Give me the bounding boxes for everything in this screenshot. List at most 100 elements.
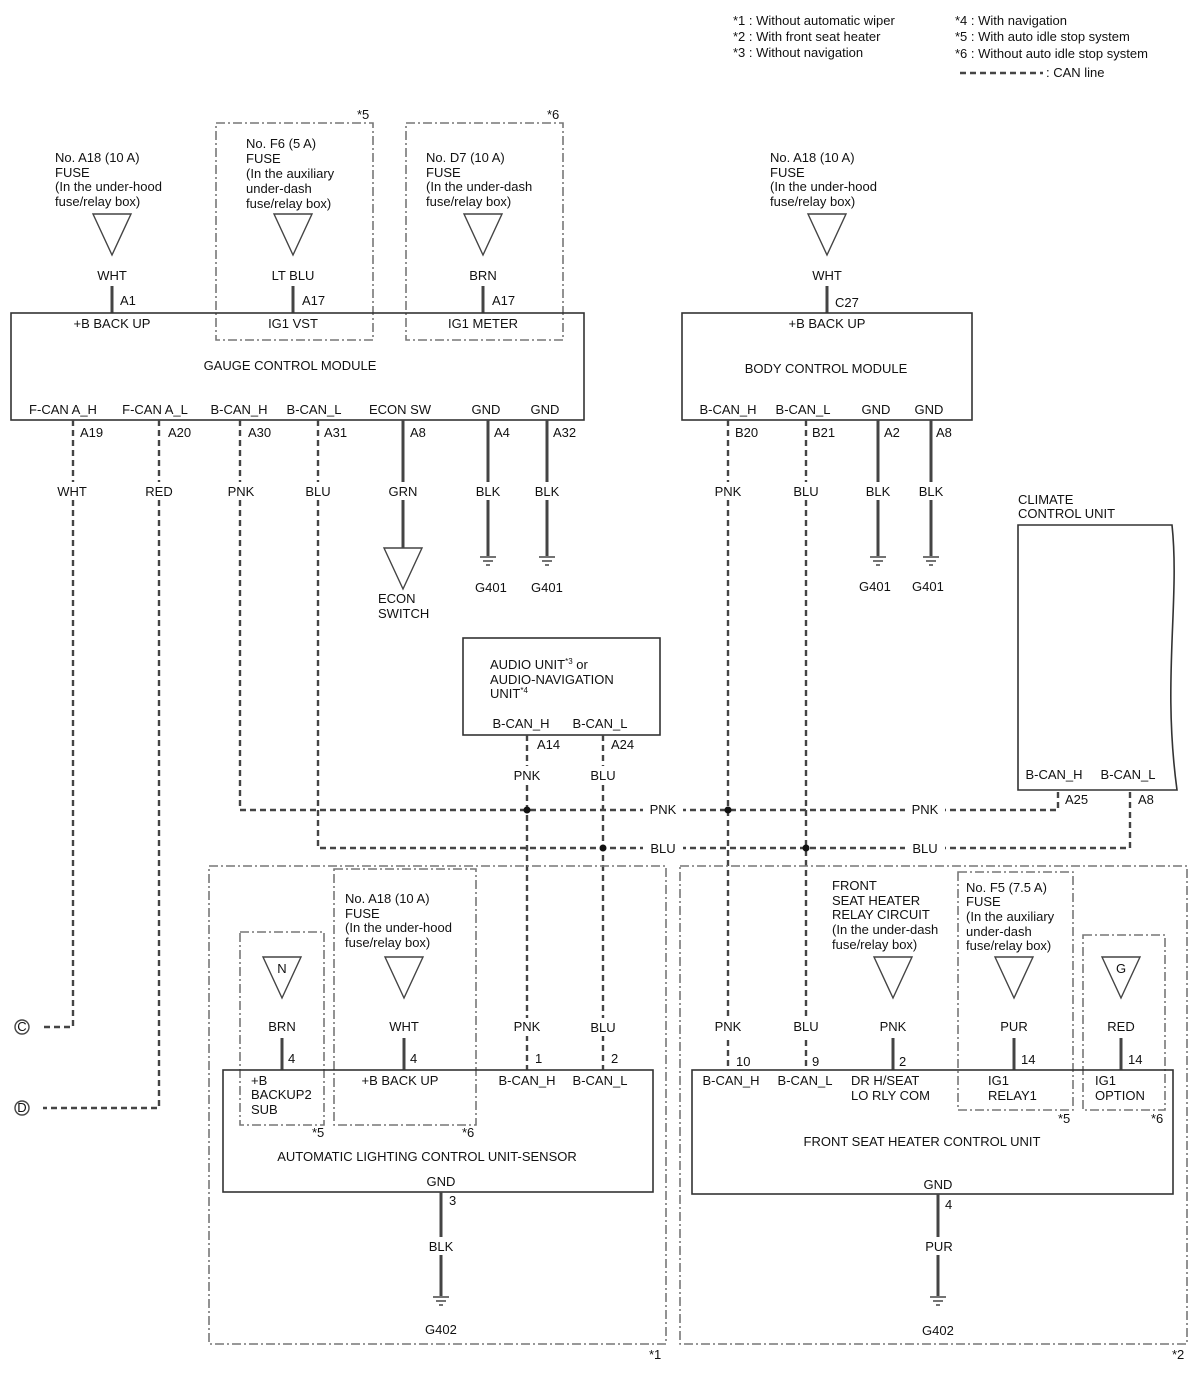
wire-label-bg bbox=[139, 482, 179, 500]
fuse-icon bbox=[462, 213, 504, 257]
wire-color-label: RED bbox=[145, 484, 172, 499]
terminal-label: OPTION bbox=[1095, 1088, 1145, 1103]
wire-label-bg bbox=[468, 482, 508, 500]
ground-icon bbox=[433, 1296, 449, 1306]
option-box-ig1-option bbox=[1082, 934, 1166, 1111]
fuse-label-line: No. D7 (10 A) bbox=[426, 150, 505, 165]
front-seat-heater-control-unit: B-CAN_H B-CAN_L DR H/SEAT LO RLY COM IG1… bbox=[691, 1069, 1174, 1195]
terminal-label: IG1 METER bbox=[448, 316, 518, 331]
legend-note-2: *2 : With front seat heater bbox=[733, 29, 881, 44]
climate-control-unit: CLIMATE CONTROL UNIT B-CAN_H B-CAN_L bbox=[1017, 492, 1178, 791]
pin-label: B21 bbox=[812, 425, 835, 440]
terminal-label: F-CAN A_L bbox=[122, 402, 188, 417]
fuse-label-line: FUSE bbox=[55, 165, 90, 180]
fuse-label-line: FUSE bbox=[246, 151, 281, 166]
f-can-l-wire bbox=[43, 420, 161, 1110]
terminal-label: GND bbox=[427, 1174, 456, 1189]
source-label: G bbox=[1116, 961, 1126, 976]
pin-label: A1 bbox=[120, 293, 136, 308]
terminal-label: B-CAN_H bbox=[210, 402, 267, 417]
pin-label: A8 bbox=[1138, 792, 1154, 807]
fuse-label-line: under-dash bbox=[966, 924, 1032, 939]
wire-label-bg bbox=[858, 482, 898, 500]
bus-label: BLU bbox=[650, 841, 675, 856]
option-mark-5: *5 bbox=[312, 1125, 324, 1140]
fuse-label-line: under-dash bbox=[246, 181, 312, 196]
terminal-label: +B BACK UP bbox=[789, 316, 866, 331]
fuse-label-line: No. F6 (5 A) bbox=[246, 136, 316, 151]
module-name: FRONT SEAT HEATER CONTROL UNIT bbox=[804, 1134, 1041, 1149]
bus-label: PNK bbox=[650, 802, 677, 817]
legend-note-5: *5 : With auto idle stop system bbox=[955, 29, 1130, 44]
terminal-label: B-CAN_L bbox=[573, 716, 628, 731]
wire-color-label: BRN bbox=[469, 268, 496, 283]
legend-note-4: *4 : With navigation bbox=[955, 13, 1067, 28]
wire-label-bg bbox=[221, 482, 261, 500]
fuse-label-line: FUSE bbox=[426, 165, 461, 180]
pin-label: A31 bbox=[324, 425, 347, 440]
fuse-f6: No. F6 (5 A) FUSE (In the auxiliary unde… bbox=[246, 136, 335, 257]
module-name: CLIMATE bbox=[1018, 492, 1074, 507]
pin-label: 4 bbox=[410, 1051, 417, 1066]
connector-label: D bbox=[17, 1100, 26, 1115]
option-box-without-auto-wiper bbox=[208, 865, 667, 1345]
wire-label-bg bbox=[786, 1018, 826, 1036]
wire-color-label: LT BLU bbox=[272, 268, 315, 283]
wire-color-label: BLK bbox=[866, 484, 891, 499]
fuse-label-line: (In the under-dash bbox=[426, 179, 532, 194]
pin-label: 3 bbox=[449, 1193, 456, 1208]
gauge-control-module: +B BACK UP IG1 VST IG1 METER GAUGE CONTR… bbox=[10, 312, 585, 421]
fuse-label-line: (In the under-hood bbox=[345, 920, 452, 935]
fuse-label-line: (In the under-hood bbox=[770, 179, 877, 194]
terminal-label: IG1 bbox=[988, 1073, 1009, 1088]
terminal-label: GND bbox=[915, 402, 944, 417]
module-name: AUDIO UNIT*3 or bbox=[490, 657, 589, 672]
wire-color-label: WHT bbox=[812, 268, 842, 283]
power-source-icon bbox=[261, 956, 303, 1000]
fuse-label-line: No. A18 (10 A) bbox=[770, 150, 855, 165]
module-box bbox=[691, 1069, 1174, 1195]
wire-color-label: BLK bbox=[535, 484, 560, 499]
legend-note-6: *6 : Without auto idle stop system bbox=[955, 46, 1148, 61]
fuse-icon bbox=[272, 213, 314, 257]
terminal-label: B-CAN_L bbox=[287, 402, 342, 417]
pin-label: A4 bbox=[494, 425, 510, 440]
pin-label: A17 bbox=[302, 293, 325, 308]
body-control-module: +B BACK UP BODY CONTROL MODULE B-CAN_H B… bbox=[681, 312, 973, 421]
pin-label: 4 bbox=[288, 1051, 295, 1066]
module-name: AUTOMATIC LIGHTING CONTROL UNIT-SENSOR bbox=[277, 1149, 577, 1164]
option-mark-6: *6 bbox=[462, 1125, 474, 1140]
pin-label: 9 bbox=[812, 1054, 819, 1069]
fuse-icon bbox=[806, 213, 848, 257]
ground-label: G401 bbox=[475, 580, 507, 595]
ground-label: G401 bbox=[912, 579, 944, 594]
switch-icon bbox=[382, 547, 424, 591]
fuse-label-line: FUSE bbox=[770, 165, 805, 180]
fuse-d7: No. D7 (10 A) FUSE (In the under-dash fu… bbox=[426, 150, 532, 257]
fuse-f5: No. F5 (7.5 A) FUSE (In the auxiliary un… bbox=[966, 880, 1055, 1000]
wire-color-label: BLU bbox=[590, 1020, 615, 1035]
bus-label: BLU bbox=[912, 841, 937, 856]
power-source-icon bbox=[1100, 956, 1142, 1000]
audio-unit: AUDIO UNIT*3 or AUDIO-NAVIGATION UNIT*4 … bbox=[462, 637, 661, 736]
wire-label-bg bbox=[911, 482, 951, 500]
pin-label: 1 bbox=[535, 1051, 542, 1066]
pin-label: C27 bbox=[835, 295, 859, 310]
terminal-label: DR H/SEAT bbox=[851, 1073, 919, 1088]
junction-dot bbox=[802, 844, 810, 852]
fuse-label-line: (In the auxiliary bbox=[246, 166, 335, 181]
f-can-h-wire bbox=[43, 420, 75, 1029]
wire-color-label: PNK bbox=[514, 768, 541, 783]
option-mark-6: *6 bbox=[547, 107, 559, 122]
fuse-label-line: fuse/relay box) bbox=[246, 196, 331, 211]
terminal-label: IG1 bbox=[1095, 1073, 1116, 1088]
wire-label-bg bbox=[708, 482, 748, 500]
wire-color-label: BLU bbox=[590, 768, 615, 783]
terminal-label: B-CAN_L bbox=[776, 402, 831, 417]
bus-label: PNK bbox=[912, 802, 939, 817]
fuse-label-line: (In the auxiliary bbox=[966, 909, 1055, 924]
fuse-label-line: fuse/relay box) bbox=[345, 935, 430, 950]
terminal-label: SUB bbox=[251, 1102, 278, 1117]
option-mark-5: *5 bbox=[1058, 1111, 1070, 1126]
fuse-icon bbox=[993, 956, 1035, 1000]
